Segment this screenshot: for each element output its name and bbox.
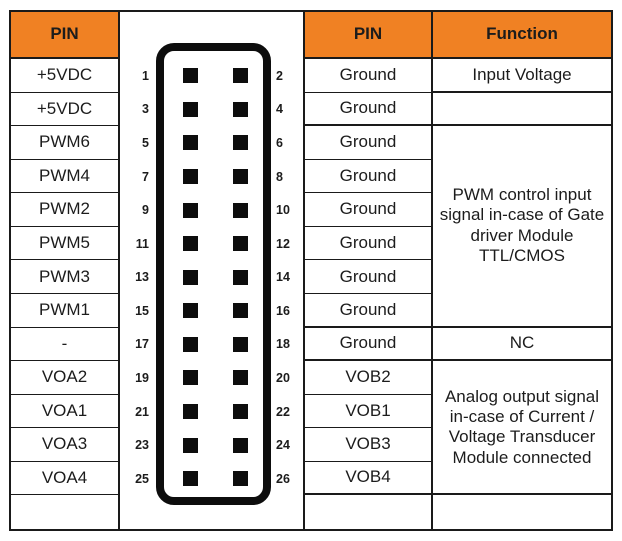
pin-square xyxy=(232,101,248,117)
right-pin-cell: Ground xyxy=(305,126,433,160)
pin-square xyxy=(232,437,248,453)
pin-number: 19 xyxy=(135,370,149,385)
left-pin-cell: PWM6 xyxy=(11,126,120,160)
pin-square xyxy=(182,336,198,352)
right-pin-cell: VOB1 xyxy=(305,394,433,429)
left-pin-cell: VOA2 xyxy=(11,361,120,395)
function-cell-nc: NC xyxy=(433,328,611,362)
right-pin-cell: Ground xyxy=(305,59,433,93)
pin-number: 13 xyxy=(135,270,149,285)
pin-square xyxy=(232,202,248,218)
pin-number: 22 xyxy=(276,404,290,419)
pin-number: 6 xyxy=(276,135,283,150)
pin-square xyxy=(232,68,248,84)
connector-outline xyxy=(156,43,271,505)
pin-number: 11 xyxy=(135,236,149,251)
right-pin-cell: Ground xyxy=(305,92,433,127)
pin-number: 21 xyxy=(135,404,149,419)
pin-number: 16 xyxy=(276,303,290,318)
pin-number: 8 xyxy=(276,169,283,184)
pin-square xyxy=(232,471,248,487)
pin-number: 2 xyxy=(276,68,283,83)
right-pin-cell: VOB4 xyxy=(305,461,433,496)
left-pin-cell-empty xyxy=(11,495,120,529)
pin-number: 14 xyxy=(276,270,290,285)
left-pin-cell: VOA1 xyxy=(11,394,120,429)
pin-square xyxy=(232,236,248,252)
pin-number: 1 xyxy=(142,68,149,83)
pin-square xyxy=(232,135,248,151)
left-pin-cell: PWM1 xyxy=(11,294,120,328)
right-pin-cell: VOB3 xyxy=(305,428,433,462)
pin-square xyxy=(182,236,198,252)
right-pin-header: PIN xyxy=(305,12,433,59)
right-pin-cell: Ground xyxy=(305,226,433,261)
pin-square xyxy=(182,437,198,453)
pin-square xyxy=(182,202,198,218)
left-pin-header: PIN xyxy=(11,12,120,59)
right-pin-cell: Ground xyxy=(305,193,433,227)
pin-square xyxy=(232,169,248,184)
pin-square xyxy=(182,404,198,419)
left-pin-cell: PWM3 xyxy=(11,260,120,294)
pin-square xyxy=(182,68,198,84)
pin-number: 17 xyxy=(135,337,149,352)
pin-square xyxy=(232,269,248,285)
left-pin-cell: PWM2 xyxy=(11,193,120,227)
pin-number: 25 xyxy=(135,471,149,486)
pin-square xyxy=(182,471,198,487)
pin-number: 18 xyxy=(276,337,290,352)
left-pin-cell: - xyxy=(11,327,120,362)
pin-square xyxy=(182,269,198,285)
left-pin-cell: VOA3 xyxy=(11,428,120,462)
right-pin-cell: Ground xyxy=(305,159,433,194)
function-cell-pwm-group: PWM control input signal in-case of Gate… xyxy=(433,126,611,328)
pin-number: 20 xyxy=(276,370,290,385)
pin-square xyxy=(232,303,248,319)
pin-number: 7 xyxy=(142,169,149,184)
pin-square xyxy=(232,336,248,352)
function-cell-empty xyxy=(433,495,611,529)
pin-number: 23 xyxy=(135,438,149,453)
function-cell-input-voltage: Input Voltage xyxy=(433,59,611,93)
left-pin-cell: PWM5 xyxy=(11,226,120,261)
pin-number: 4 xyxy=(276,102,283,117)
left-pin-cell: VOA4 xyxy=(11,461,120,496)
pin-square xyxy=(182,370,198,386)
pin-number: 12 xyxy=(276,236,290,251)
right-pin-cell: Ground xyxy=(305,260,433,294)
function-cell-empty xyxy=(433,93,611,127)
left-pin-cell: PWM4 xyxy=(11,159,120,194)
pin-square xyxy=(232,370,248,386)
pin-square xyxy=(182,101,198,117)
pin-number: 9 xyxy=(142,203,149,218)
pin-square xyxy=(182,135,198,151)
left-pin-cell: +5VDC xyxy=(11,59,120,93)
pin-square xyxy=(182,303,198,319)
pin-number: 26 xyxy=(276,471,290,486)
pin-number: 10 xyxy=(276,203,290,218)
pin-number: 24 xyxy=(276,438,290,453)
function-cell-analog-group: Analog output signal in-case of Current … xyxy=(433,361,611,496)
pin-square xyxy=(232,404,248,419)
right-pin-cell: Ground xyxy=(305,294,433,328)
right-pin-cell: VOB2 xyxy=(305,361,433,395)
pin-number: 15 xyxy=(135,303,149,318)
pin-square xyxy=(182,169,198,184)
right-pin-cell: Ground xyxy=(305,327,433,362)
pin-number: 3 xyxy=(142,102,149,117)
pin-number: 5 xyxy=(142,135,149,150)
function-header: Function xyxy=(433,12,611,59)
right-pin-cell-empty xyxy=(305,495,433,529)
left-pin-cell: +5VDC xyxy=(11,92,120,127)
